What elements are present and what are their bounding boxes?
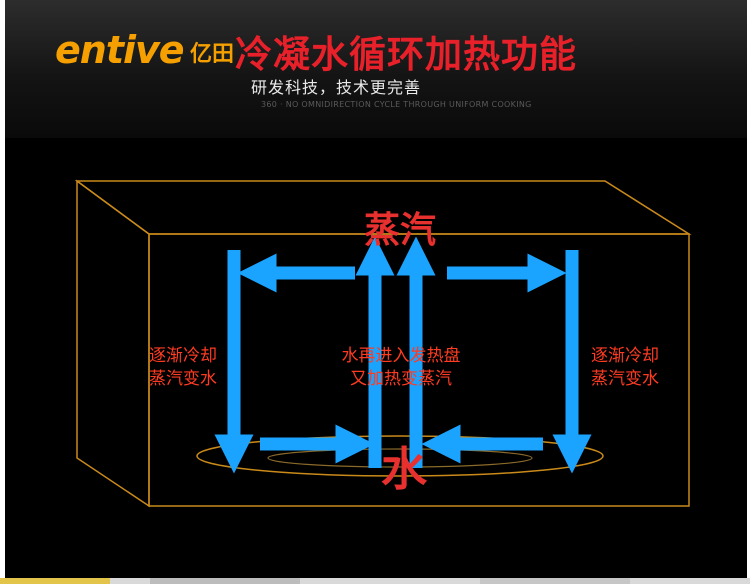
brand-logo-cn: 亿田	[190, 42, 235, 67]
bottom-strip	[0, 578, 750, 584]
heating-plate-inner	[267, 448, 533, 468]
steam-label: 蒸汽	[364, 210, 436, 251]
page-title: 冷凝水循环加热功能	[235, 33, 577, 76]
right-note-line-1: 逐渐冷却	[591, 346, 659, 366]
center-note-line-2: 又加热变蒸汽	[350, 369, 452, 389]
left-note-line-2: 蒸汽变水	[149, 369, 217, 389]
tagline: 360 · NO OMNIDIRECTION CYCLE THROUGH UNI…	[261, 100, 532, 109]
oven-front-face	[148, 233, 690, 507]
heating-plate-outer	[196, 435, 604, 477]
brand-logo: entive	[55, 28, 185, 72]
diagram-stage: 蒸汽 水 逐渐冷却 蒸汽变水 水再进入发热盘 又加热变蒸汽 逐渐冷却 蒸汽变水	[5, 138, 747, 578]
left-note-line-1: 逐渐冷却	[149, 346, 217, 366]
flow-arrows	[214, 236, 592, 474]
bottom-strip-segment	[480, 578, 630, 584]
water-label: 水	[381, 442, 428, 496]
oven-cavity-outline	[74, 179, 692, 508]
right-note-line-2: 蒸汽变水	[591, 369, 659, 389]
cycle-diagram: 蒸汽 水 逐渐冷却 蒸汽变水 水再进入发热盘 又加热变蒸汽 逐渐冷却 蒸汽变水	[74, 179, 692, 508]
page-subtitle: 研发科技，技术更完善	[251, 78, 422, 97]
center-note-line-1: 水再进入发热盘	[342, 346, 461, 366]
oven-left-face	[76, 179, 150, 508]
header-banner: entive 亿田 冷凝水循环加热功能 研发科技，技术更完善 360 · NO …	[5, 0, 747, 138]
bottom-strip-segment	[150, 578, 300, 584]
bottom-strip-segment	[0, 578, 110, 584]
